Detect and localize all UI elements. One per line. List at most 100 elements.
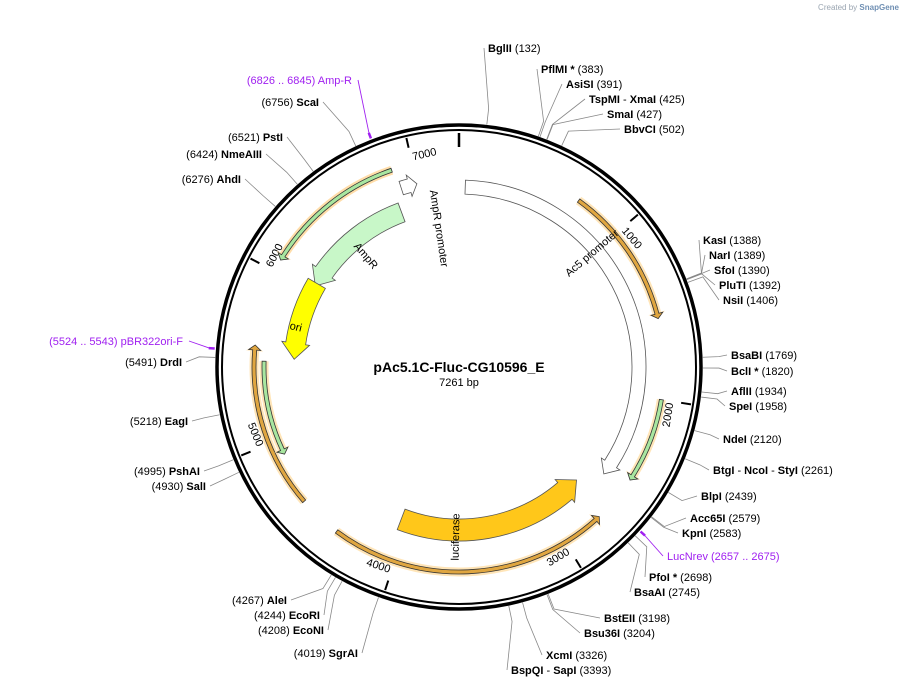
site-position: (427) [633,109,662,121]
primer-label: (6826 .. 6845) Amp-R [247,75,352,87]
site-name: BspQI [511,665,543,677]
primer-label: LucNrev (2657 .. 2675) [667,551,780,563]
site-name: BclI * [731,366,759,378]
site-label: BtgI - NcoI - StyI (2261) [713,465,833,477]
site-name: SpeI [729,401,752,413]
snapgene-logo: SnapGene [859,3,899,12]
site-name: PshAI [169,466,200,478]
site-position: (1389) [730,250,765,262]
site-position: (4208) [258,625,293,637]
orf-arrow [626,398,664,481]
site-name: NarI [709,250,730,262]
site-name: AsiSI [566,79,594,91]
site-position: (425) [656,94,685,106]
site-separator: - [543,665,553,677]
site-name: BlpI [701,491,722,503]
site-name: PstI [263,132,283,144]
feature-luciferase [396,479,577,542]
site-position: (6756) [262,97,297,109]
site-name: EcoRI [289,610,320,622]
site-label: BspQI - SapI (3393) [511,665,611,677]
site-label: BclI * (1820) [731,366,793,378]
site-leader [701,396,726,407]
site-name: DrdI [160,357,182,369]
site-leader [650,517,679,534]
site-position: (1406) [743,295,778,307]
feature-ampr [311,202,406,287]
site-position: (391) [594,79,623,91]
site-position: (1958) [752,401,787,413]
site-label: PluTI (1392) [719,280,781,292]
orf-arrows [246,165,666,577]
site-name: BsaBI [731,350,762,362]
site-leader [290,574,332,601]
site-label: PfoI * (2698) [649,572,712,584]
site-label: AsiSI (391) [566,79,622,91]
site-name: BsaAI [634,587,665,599]
site-leader [701,390,728,395]
site-position: (2120) [747,434,782,446]
orf-arrow [247,344,307,504]
site-name: SmaI [607,109,633,121]
site-leader [191,414,220,422]
orf-arrow [576,198,664,320]
site-leader [694,430,720,440]
site-name: BtgI [713,465,734,477]
site-name: NdeI [723,434,747,446]
site-labels: BglII (132)PflMI * (383)AsiSI (391)TspMI… [49,43,833,677]
site-leader [286,136,314,172]
site-label: (4267) AleI [232,595,287,607]
site-leader [634,535,648,578]
feature-label: AmpR promoter [427,189,450,268]
site-leader [185,356,216,363]
site-leader [687,276,720,301]
site-leader [546,594,581,634]
site-leader [561,128,621,146]
site-leader [547,593,601,619]
site-label: (6276) AhdI [182,174,241,186]
site-label: NdeI (2120) [723,434,782,446]
site-name: AflII [731,386,752,398]
site-position: (1820) [759,366,794,378]
site-position: (4267) [232,595,267,607]
site-name: NmeAIII [221,149,262,161]
site-label: (4930) SalI [152,481,206,493]
site-name: EagI [165,416,188,428]
site-leader [327,580,343,631]
site-leader [702,354,728,358]
site-label: SfoI (1390) [714,265,770,277]
snapgene-branding: Created by SnapGene [818,3,899,12]
site-name: XcmI [546,650,572,662]
site-position: (3326) [572,650,607,662]
primer-leader [188,340,210,349]
site-position: (1388) [726,235,761,247]
site-leader [244,178,276,207]
site-name: NsiI [723,295,743,307]
site-label: (4244) EcoRI [254,610,320,622]
site-position: (3393) [576,665,611,677]
site-leader [546,113,604,140]
site-label: (6424) NmeAIII [186,149,262,161]
site-name: Bsu36I [584,628,620,640]
site-label: SmaI (427) [607,109,662,121]
site-leader [668,492,698,502]
primer-leader [357,79,370,134]
ring-tick [574,558,582,569]
ring-tick [240,450,251,457]
site-position: (5491) [125,357,160,369]
site-name: KasI [703,235,726,247]
site-label: BsaBI (1769) [731,350,797,362]
site-label: TspMI - XmaI (425) [589,94,685,106]
site-name: BstEII [604,613,635,625]
site-leader [322,101,357,147]
site-name: KpnI [682,528,706,540]
site-leader [651,516,687,528]
ring-tick [384,580,390,591]
site-leader [209,471,240,487]
site-label: (4995) PshAI [134,466,200,478]
site-position: (2439) [722,491,757,503]
site-leader [686,273,716,286]
site-leader [686,239,702,280]
feature-label: ori [288,320,303,335]
